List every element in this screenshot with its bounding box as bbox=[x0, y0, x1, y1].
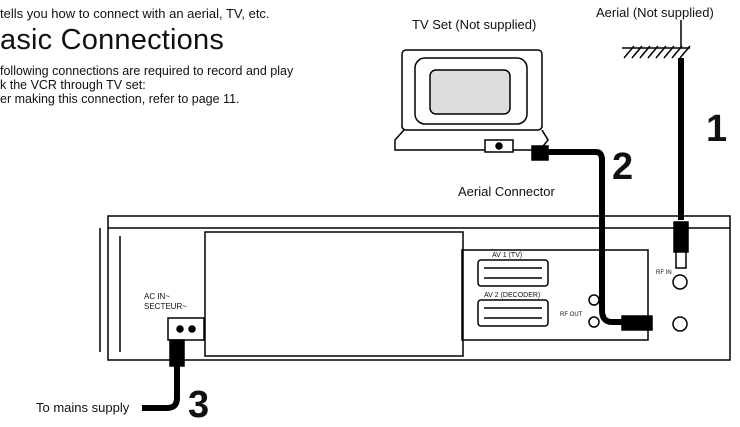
mains-label: To mains supply bbox=[36, 400, 130, 415]
cable-1-aerial bbox=[673, 58, 689, 269]
aerial-illustration bbox=[622, 20, 691, 59]
av2-label: AV 2 (DECODER) bbox=[484, 292, 541, 299]
intro-text: tells you how to connect with an aerial,… bbox=[0, 6, 270, 21]
ac-in-label: AC IN~ bbox=[144, 292, 171, 301]
aerial-connector-label: Aerial Connector bbox=[458, 184, 555, 199]
step-number-1: 1 bbox=[706, 108, 728, 150]
step-number-2: 2 bbox=[612, 146, 634, 188]
secteur-label: SECTEUR~ bbox=[144, 302, 187, 311]
av1-label: AV 1 (TV) bbox=[492, 252, 523, 259]
page-title: asic Connections bbox=[0, 24, 225, 56]
cable-3-mains bbox=[142, 339, 185, 411]
cable-2-rf bbox=[531, 145, 653, 331]
rf-in-label: RF IN bbox=[656, 270, 672, 276]
description-line-2: k the VCR through TV set: bbox=[0, 78, 146, 92]
description-line-3: er making this connection, refer to page… bbox=[0, 92, 240, 106]
tv-set-label: TV Set (Not supplied) bbox=[412, 17, 537, 32]
rf-out-label: RF OUT bbox=[560, 312, 583, 318]
vcr-illustration bbox=[99, 215, 731, 361]
aerial-label: Aerial (Not supplied) bbox=[596, 5, 714, 20]
tv-set-illustration bbox=[394, 49, 549, 153]
step-number-3: 3 bbox=[188, 384, 210, 426]
description-line-1: following connections are required to re… bbox=[0, 64, 294, 78]
